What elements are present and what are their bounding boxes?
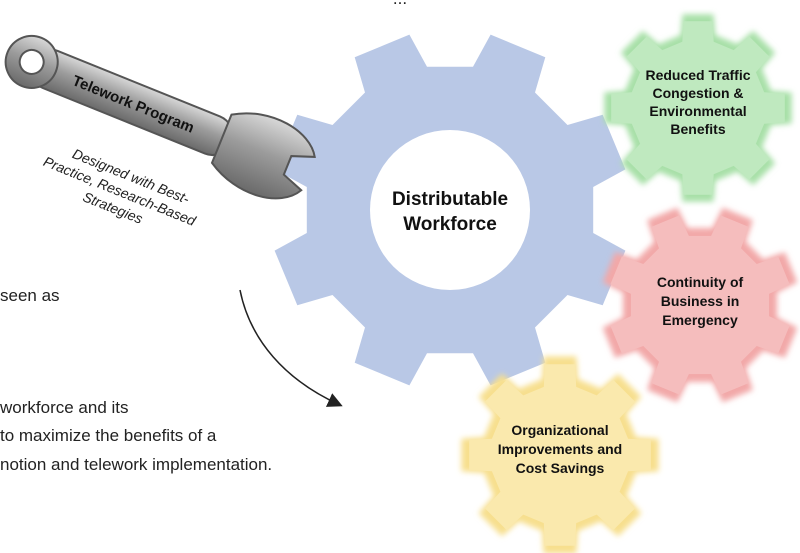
- wrench-subtitle: Designed with Best- Practice, Research-B…: [41, 145, 199, 229]
- gear-environment: Reduced Traffic Congestion & Environment…: [604, 14, 792, 202]
- body-text-line2: workforce and its: [0, 398, 129, 417]
- gear-environment-line2: Congestion &: [653, 85, 744, 101]
- gear-organizational: Organizational Improvements and Cost Sav…: [461, 356, 659, 553]
- body-text-line4: notion and telework implementation.: [0, 455, 273, 474]
- gear-organizational-line3: Cost Savings: [516, 460, 605, 476]
- gear-continuity-line2: Business in: [661, 293, 740, 309]
- gear-continuity-line1: Continuity of: [657, 274, 744, 290]
- gear-continuity: Continuity of Business in Emergency: [602, 207, 798, 403]
- gear-organizational-line1: Organizational: [511, 422, 608, 438]
- gear-environment-line3: Environmental: [649, 103, 746, 119]
- center-gear-label-line2: Workforce: [403, 214, 497, 235]
- wrench-icon: Telework Program: [4, 34, 316, 200]
- gear-environment-line1: Reduced Traffic: [645, 67, 750, 83]
- gear-continuity-line3: Emergency: [662, 312, 738, 328]
- clipped-header-text: ...: [0, 0, 800, 9]
- body-text-line3: to maximize the benefits of a: [0, 426, 217, 445]
- body-text-line1: seen as: [0, 286, 60, 305]
- center-gear-label-line1: Distributable: [392, 189, 508, 210]
- flow-arrow: [239, 289, 343, 407]
- center-gear: Distributable Workforce: [274, 34, 626, 386]
- gear-environment-line4: Benefits: [670, 121, 725, 137]
- gear-organizational-line2: Improvements and: [498, 441, 622, 457]
